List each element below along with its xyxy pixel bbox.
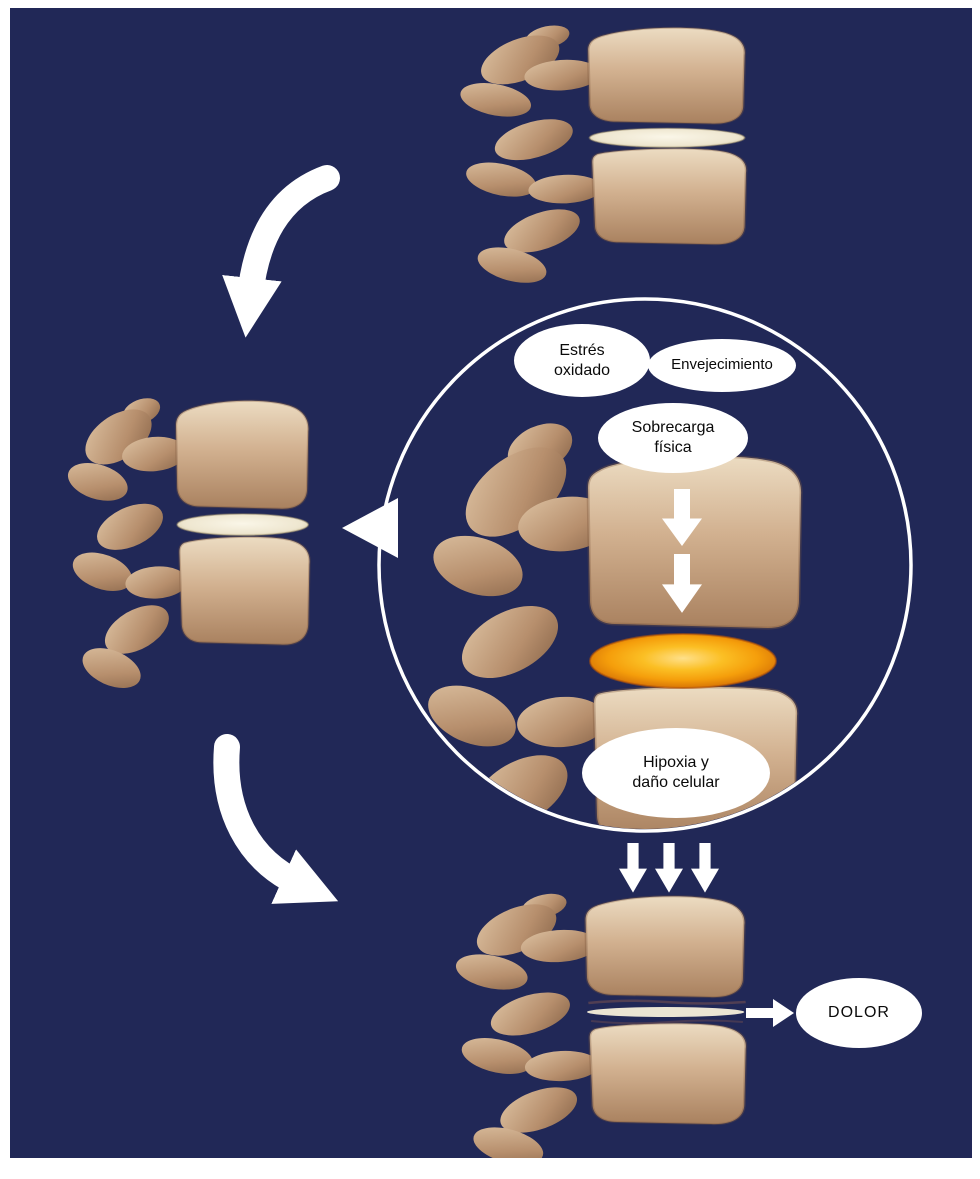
down-arrow-triple-2	[655, 843, 683, 893]
mid-disc	[176, 513, 310, 537]
callout-hipoxia-line2: daño celular	[632, 774, 720, 791]
callout-estres-line1: Estrés	[559, 341, 605, 359]
down-arrow-triple-3	[691, 843, 719, 893]
right-arrow-dolor	[746, 999, 794, 1027]
callout-dolor: DOLOR	[796, 978, 922, 1048]
degenerated-disc	[586, 1007, 745, 1017]
callout-estres-oxidado: Estrés oxidado	[514, 324, 650, 397]
degenerated-vertebra-illustration	[447, 887, 748, 1158]
callout-hipoxia-line1: Hipoxia y	[643, 754, 709, 771]
callout-envejecimiento: Envejecimiento	[648, 339, 796, 392]
callout-sobrecarga-fisica: Sobrecarga física	[598, 403, 748, 473]
inflamed-disc	[589, 633, 777, 689]
callout-sobrecarga-line2: física	[654, 439, 692, 456]
callout-estres-line2: oxidado	[553, 361, 611, 379]
callout-hipoxia-dano-celular: Hipoxia y daño celular	[582, 728, 770, 818]
healthy-vertebra-illustration	[452, 19, 748, 292]
callout-dolor-label: DOLOR	[828, 1004, 890, 1021]
callout-envejecimiento-label: Envejecimiento	[671, 356, 773, 374]
magnifier-pointer	[342, 498, 398, 558]
callout-sobrecarga-line1: Sobrecarga	[631, 419, 715, 436]
curved-arrow-bottom	[213, 734, 339, 904]
curved-arrow-top	[222, 165, 340, 338]
down-arrow-triple-1	[619, 843, 647, 893]
magnifier-circle	[377, 297, 913, 833]
mid-vertebra-illustration	[61, 391, 311, 698]
healthy-disc	[588, 127, 746, 149]
